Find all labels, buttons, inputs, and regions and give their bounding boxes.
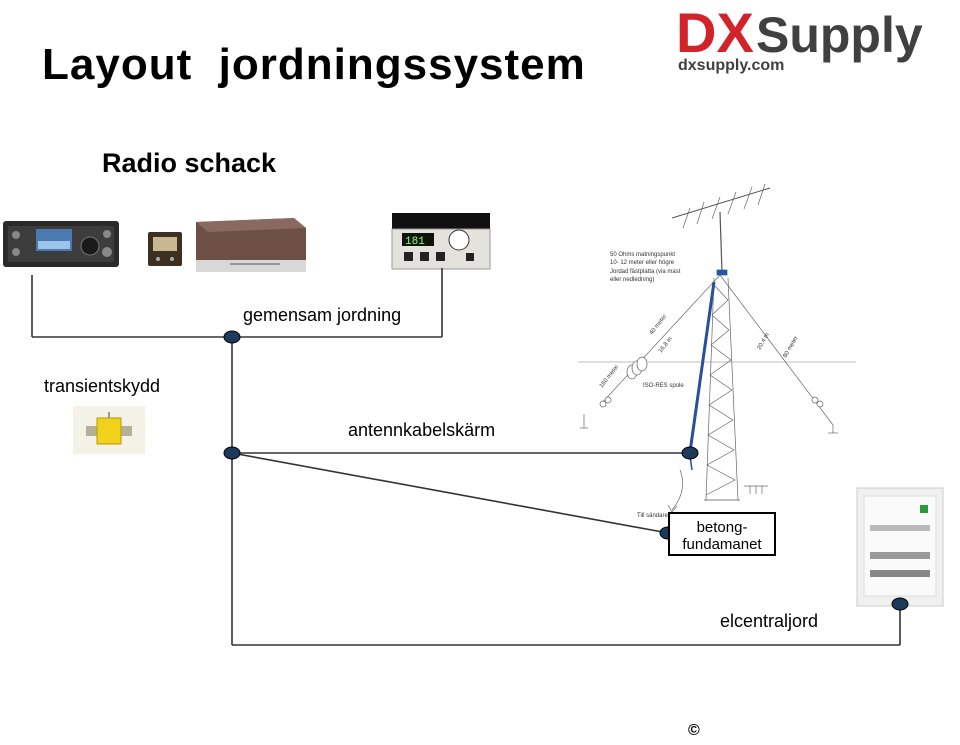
plate-line2: eller nedledning) bbox=[610, 277, 654, 283]
feed-point-line1: 50 Ohms matningspunkt bbox=[610, 252, 675, 258]
dxsupply-logo: DX Supply dxsupply.com bbox=[676, 4, 923, 74]
plate-line1: Jordad fästplatta (via mast bbox=[610, 269, 681, 275]
concrete-foundation-box: betong- fundamanet bbox=[668, 512, 776, 556]
label-16-8m: 16,8 m bbox=[658, 336, 674, 354]
ground-node-elcentral bbox=[891, 597, 909, 611]
page-title: Layout jordningssystem bbox=[42, 40, 586, 89]
electrical-panel-image bbox=[856, 487, 944, 607]
antenna-tuner-image: 181 bbox=[391, 213, 491, 270]
label-40m: 40 meter bbox=[649, 314, 668, 336]
feed-point-line2: 10- 12 meter eller högre bbox=[610, 260, 675, 266]
ground-node-common bbox=[223, 330, 241, 344]
meter-image bbox=[148, 232, 182, 266]
ground-wires bbox=[31, 268, 901, 646]
radio-shack-heading: Radio schack bbox=[102, 148, 277, 178]
concrete-foundation-label-line1: betong- bbox=[696, 519, 748, 536]
label-iso-res: ISO-RES spole bbox=[643, 383, 684, 389]
concrete-foundation-label-line2: fundamanet bbox=[682, 536, 762, 553]
logo-supply: Supply bbox=[756, 7, 923, 63]
transceiver-image bbox=[3, 221, 119, 267]
electrical-panel-ground-label: elcentraljord bbox=[720, 611, 819, 631]
transient-protection-label: transientskydd bbox=[44, 376, 161, 396]
transient-protector-image bbox=[73, 406, 145, 454]
label-160m: 160 meter bbox=[599, 364, 620, 389]
label-80m: 80 meter bbox=[783, 335, 800, 359]
copyright-symbol: © bbox=[688, 722, 700, 739]
common-ground-label: gemensam jordning bbox=[243, 305, 402, 325]
antenna-shield-label: antennkabelskärm bbox=[348, 420, 496, 440]
label-20-4m: 20,4 m bbox=[757, 332, 771, 351]
tuner-display: 181 bbox=[405, 236, 425, 248]
label-till-sandare: Till sändare bbox=[637, 513, 668, 519]
logo-url: dxsupply.com bbox=[678, 57, 784, 74]
logo-dx: DX bbox=[676, 4, 754, 64]
antenna-coax-cable bbox=[688, 281, 716, 453]
power-supply-image bbox=[196, 218, 306, 272]
tower-illustration bbox=[578, 183, 856, 513]
ground-node-transient bbox=[223, 446, 241, 460]
ground-node-coax bbox=[681, 446, 699, 460]
